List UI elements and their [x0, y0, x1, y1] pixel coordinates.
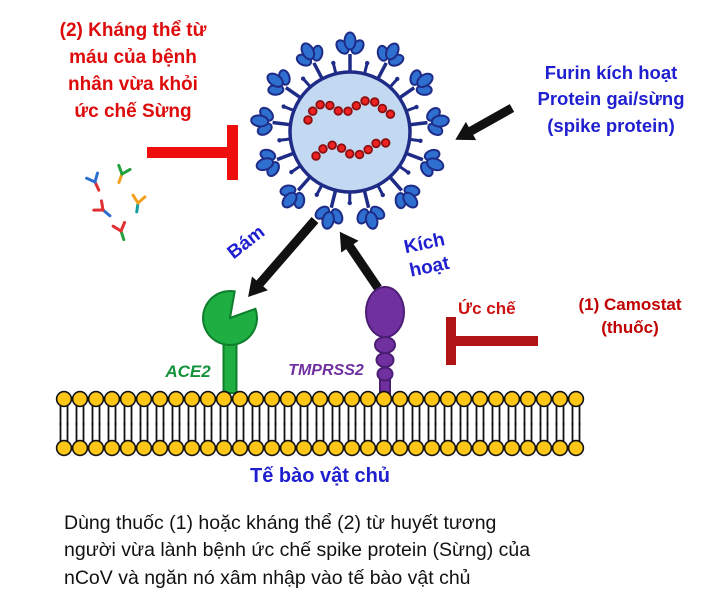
tmprss2-protein: [365, 286, 405, 395]
antibody-note: (2) Kháng thể từ máu của bệnh nhân vừa k…: [59, 20, 207, 122]
virus-particle: [247, 30, 453, 235]
furin-note: Furin kích hoạt Protein gai/sừng (spike …: [537, 62, 685, 136]
inhibit-label: Ức chế: [458, 299, 516, 318]
attach-arrow: [248, 217, 319, 297]
viral-rna: [303, 95, 403, 161]
tmprss2-label: TMPRSS2: [288, 362, 364, 379]
activate-arrow: [339, 231, 382, 291]
cell-membrane: [55, 390, 585, 457]
ace2-label: ACE2: [165, 362, 211, 381]
camostat-inhibitor-bar: [446, 317, 538, 365]
antibody-icons: [85, 163, 147, 242]
furin-arrow: [455, 104, 515, 141]
camostat-label: (1) Camostat (thuốc): [578, 295, 682, 337]
caption-text: Dùng thuốc (1) hoặc kháng thể (2) từ huy…: [64, 512, 531, 589]
host-cell-label: Tế bào vật chủ: [249, 465, 391, 487]
antibody-inhibitor-bar: [147, 125, 238, 180]
ace2-receptor: [202, 289, 258, 394]
